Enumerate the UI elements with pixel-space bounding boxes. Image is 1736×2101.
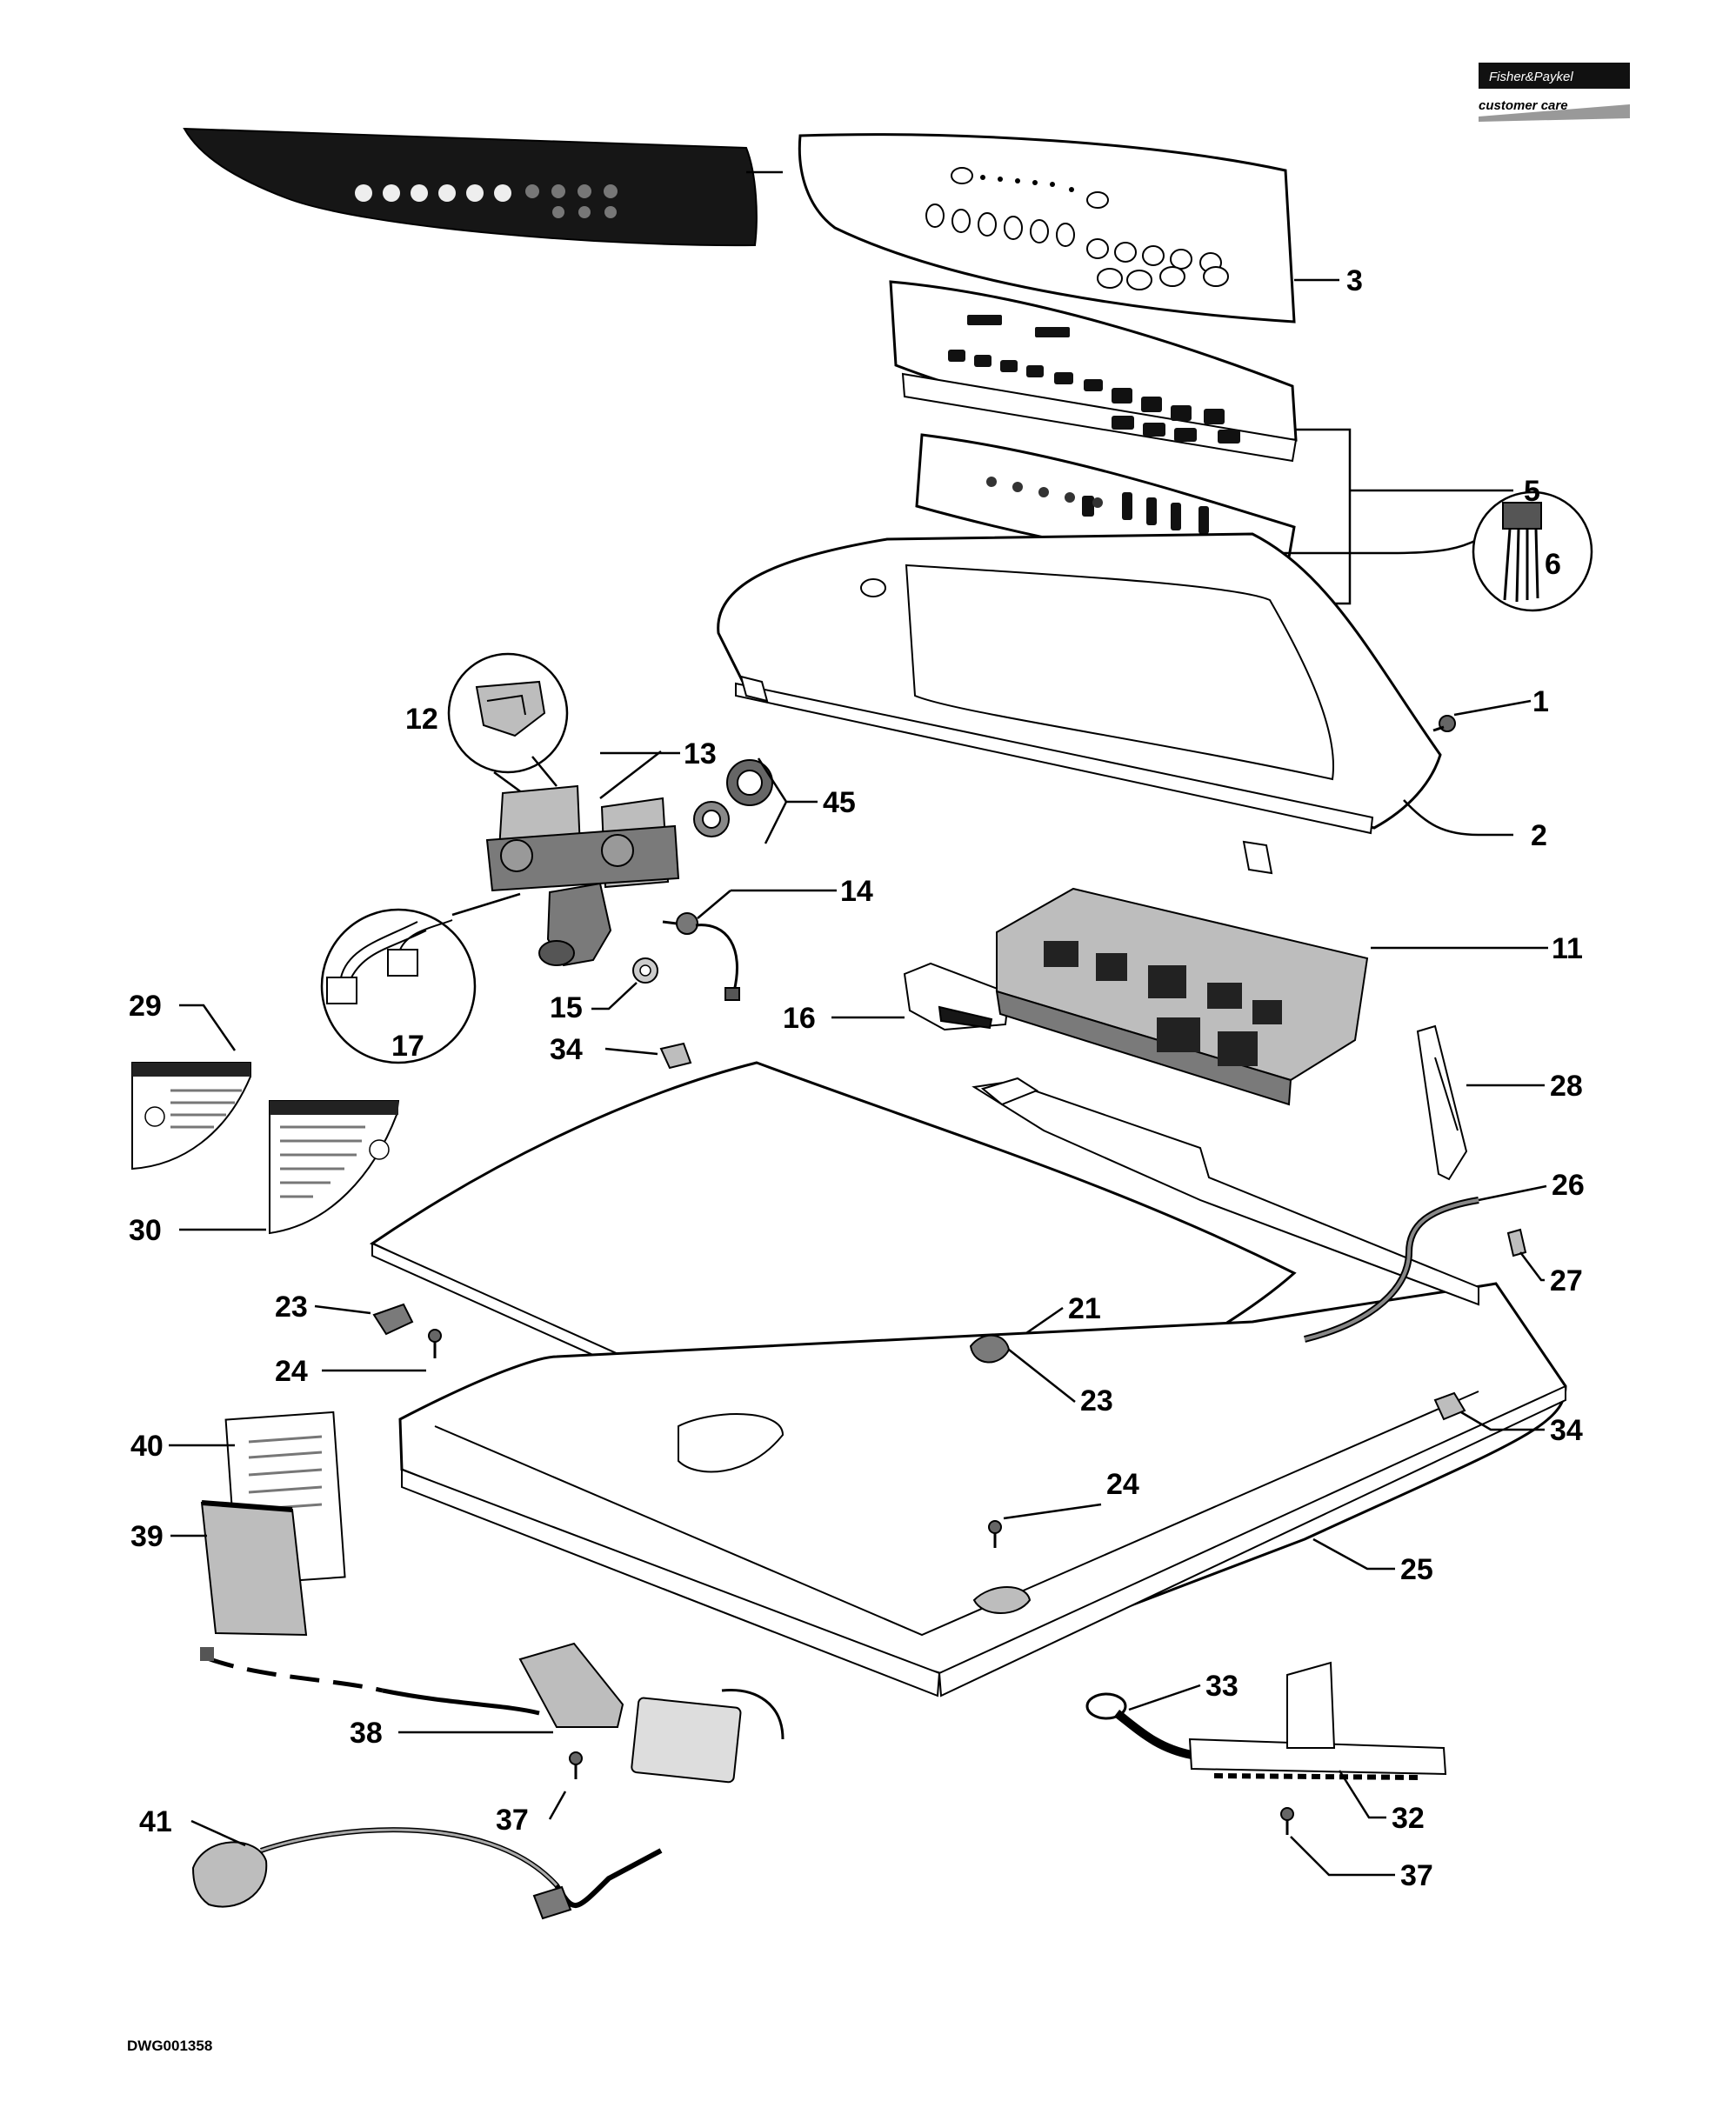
rear-frame [971, 1077, 1479, 1306]
part-label-27: 27 [1550, 1264, 1583, 1297]
sensor-part-14 [662, 912, 740, 1001]
harness-detail-part-17 [320, 908, 477, 1064]
leader-line [1519, 1251, 1545, 1282]
leader-line [1460, 1411, 1545, 1431]
part-label-23-right: 23 [1080, 1384, 1113, 1417]
part-label-45: 45 [823, 786, 856, 819]
top-deck-part-25 [398, 1282, 1567, 1697]
leader-line [757, 757, 818, 844]
leader-line [1403, 799, 1513, 837]
leader-line [548, 1791, 567, 1820]
leader-line [604, 1047, 658, 1056]
brand-tagline: customer care [1479, 98, 1568, 113]
clip-part-27 [1506, 1228, 1527, 1257]
leader-line [190, 1819, 246, 1847]
leader-line [1350, 537, 1479, 555]
part-label-32: 32 [1392, 1802, 1425, 1835]
leader-line [1128, 1684, 1201, 1711]
part-label-1: 1 [1532, 685, 1549, 718]
leader-line [1338, 1770, 1386, 1819]
screw-part-1 [1432, 715, 1456, 732]
pump-assembly-part-38 [200, 1642, 785, 1784]
part-label-16: 16 [783, 1002, 816, 1035]
part-label-39: 39 [130, 1520, 164, 1553]
part-label-24-left: 24 [275, 1355, 308, 1388]
part-label-17: 17 [391, 1030, 424, 1063]
leader-line [1478, 1184, 1547, 1202]
part-label-6: 6 [1545, 548, 1561, 581]
part-label-21: 21 [1068, 1292, 1101, 1325]
leader-line [1312, 1537, 1395, 1571]
bracket-part-28 [1416, 1024, 1468, 1181]
screw-part-37-right [1280, 1807, 1294, 1835]
connector-detail-part-6 [1472, 490, 1593, 612]
part-label-34-lower: 34 [1550, 1414, 1583, 1447]
part-label-14: 14 [840, 875, 873, 908]
lid-switch-part-16 [903, 962, 1011, 1031]
washer-part-15 [632, 957, 658, 984]
part-label-37-right: 37 [1400, 1859, 1433, 1892]
part-label-41: 41 [139, 1805, 172, 1838]
heater-element-part-32 [1188, 1661, 1447, 1780]
warning-label-part-30 [269, 1100, 400, 1235]
part-label-2: 2 [1531, 819, 1547, 852]
screw-part-24-left [428, 1329, 442, 1358]
part-label-30: 30 [129, 1214, 162, 1247]
plug-part-34-lower [1433, 1391, 1466, 1421]
leader-line [1290, 1836, 1395, 1877]
fascia-overlay-part-3 [798, 133, 1296, 323]
leader-line [591, 982, 638, 1010]
fascia-label-dark [183, 127, 758, 247]
part-label-12: 12 [405, 703, 438, 736]
leader-line [697, 890, 731, 919]
part-label-34-upper: 34 [550, 1033, 583, 1066]
console-housing-part-2 [717, 532, 1442, 875]
leader-line [1008, 1349, 1076, 1403]
part-label-15: 15 [550, 991, 583, 1024]
motor-controller-part-11 [995, 887, 1369, 1106]
warning-label-part-29 [131, 1062, 251, 1171]
part-label-11: 11 [1552, 932, 1583, 965]
part-label-13: 13 [684, 737, 717, 770]
screw-part-37-left [569, 1751, 583, 1779]
filter-washer-part-45 [693, 759, 773, 837]
part-label-33: 33 [1205, 1670, 1239, 1703]
part-label-28: 28 [1550, 1070, 1583, 1103]
hinge-cap-part-23-left [372, 1303, 414, 1336]
water-valve-part-13 [485, 750, 680, 967]
part-label-3: 3 [1346, 264, 1363, 297]
part-label-26: 26 [1552, 1169, 1585, 1202]
control-board-upper [889, 280, 1298, 463]
part-label-40: 40 [130, 1430, 164, 1463]
part-label-24-right: 24 [1106, 1468, 1139, 1501]
part-label-25: 25 [1400, 1553, 1433, 1586]
valve-clip-detail-part-12 [447, 652, 569, 774]
part-label-29: 29 [129, 990, 162, 1023]
power-cord-part-41 [191, 1827, 663, 1920]
bag-part-39 [200, 1500, 308, 1637]
brand-name: Fisher&Paykel [1489, 70, 1573, 84]
leader-line [179, 1004, 237, 1051]
leader-line [1453, 699, 1532, 717]
leader-line [451, 892, 521, 917]
brand-logo: Fisher&Paykel customer care [1479, 63, 1630, 122]
drawing-code: DWG001358 [127, 2038, 212, 2054]
part-label-23-left: 23 [275, 1291, 308, 1324]
part-label-5: 5 [1524, 475, 1540, 508]
leader-line [1003, 1503, 1102, 1520]
drain-hose-part-33 [1085, 1692, 1193, 1759]
screw-part-24-right [988, 1520, 1002, 1548]
hose-part-26 [1304, 1197, 1479, 1343]
part-label-38: 38 [350, 1717, 383, 1750]
plug-part-34-upper [659, 1042, 692, 1070]
part-label-37-left: 37 [496, 1804, 529, 1837]
leader-line [314, 1304, 371, 1315]
